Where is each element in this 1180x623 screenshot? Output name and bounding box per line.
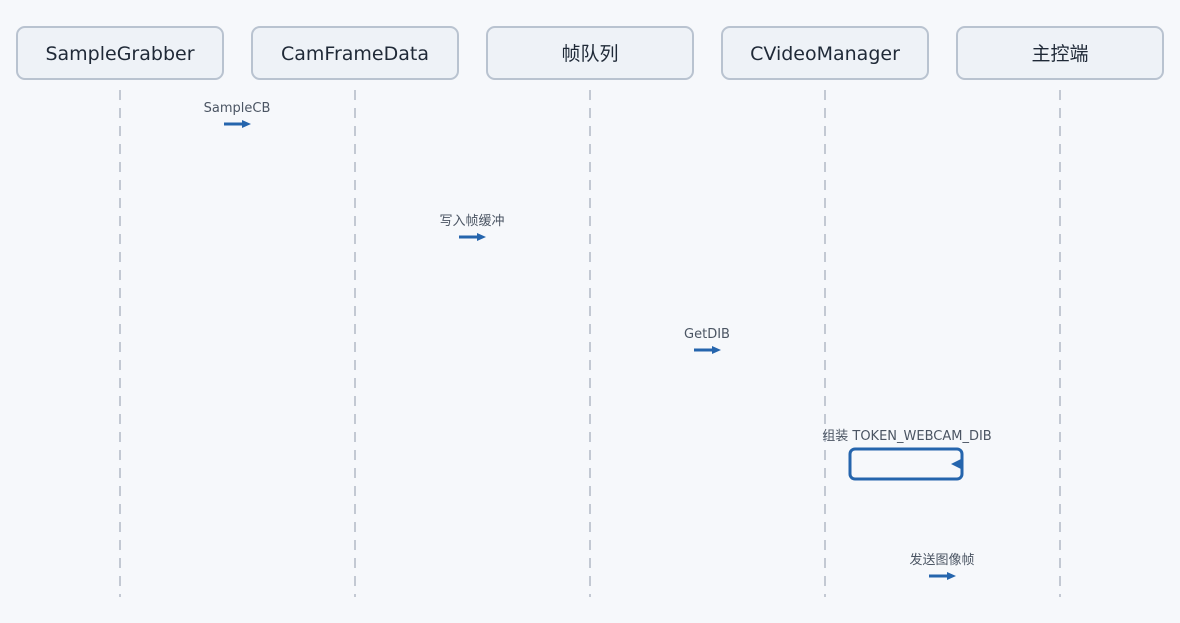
- participant-box: [16, 26, 224, 80]
- message-samplecb: SampleCB: [204, 101, 271, 128]
- arrow-head-icon: [712, 346, 721, 354]
- message-label: 写入帧缓冲: [439, 214, 504, 229]
- self-call-loop: [848, 447, 964, 481]
- participant-label: 帧队列: [561, 43, 618, 65]
- participant-samplegrabber: SampleGrabber: [16, 26, 224, 80]
- participant-cvideomanager: CVideoManager: [721, 26, 929, 80]
- participant-master: 主控端: [956, 26, 1164, 80]
- message-write-buffer: 写入帧缓冲: [439, 214, 505, 241]
- message-getdib: GetDIB: [684, 327, 730, 354]
- participant-label: 主控端: [1031, 43, 1088, 65]
- participant-label: CVideoManager: [750, 43, 900, 65]
- participant-box: [486, 26, 694, 80]
- participant-frame-queue: 帧队列: [486, 26, 694, 80]
- message-label: 组装 TOKEN_WEBCAM_DIB: [822, 429, 991, 444]
- arrow-head-icon: [947, 572, 956, 580]
- participant-box: [251, 26, 459, 80]
- participant-camframedata: CamFrameData: [251, 26, 459, 80]
- message-label: GetDIB: [684, 327, 730, 342]
- message-label: 发送图像帧: [909, 552, 974, 568]
- message-label: SampleCB: [204, 101, 271, 116]
- participant-box: [721, 26, 929, 80]
- message-send-frame: 发送图像帧: [909, 552, 975, 580]
- message-assemble-token: 组装 TOKEN_WEBCAM_DIB: [822, 429, 992, 481]
- participant-box: [956, 26, 1164, 80]
- arrow-head-icon: [477, 233, 486, 241]
- participant-label: SampleGrabber: [45, 43, 194, 65]
- arrow-head-icon: [951, 459, 961, 469]
- arrow-head-icon: [242, 120, 251, 128]
- participant-label: CamFrameData: [281, 43, 429, 65]
